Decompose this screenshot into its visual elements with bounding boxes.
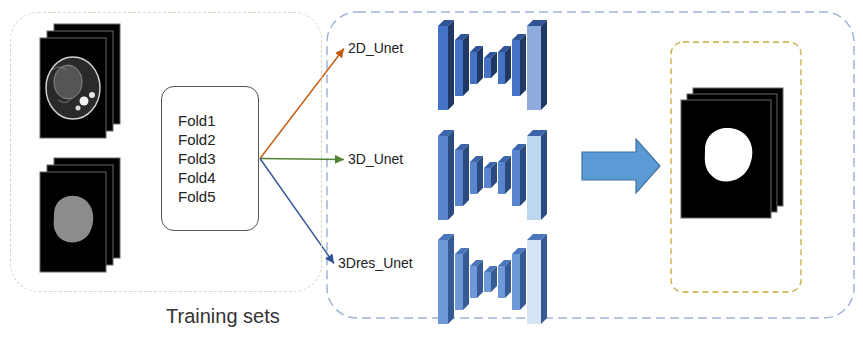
fold-name: Fold2 bbox=[178, 130, 216, 149]
arrow-connector bbox=[260, 159, 344, 160]
output-mask-stack bbox=[681, 88, 783, 218]
model-name: 3D_Unet bbox=[348, 151, 403, 168]
output-arrow bbox=[582, 139, 660, 193]
ct-image-stack bbox=[40, 24, 120, 138]
fold-name: Fold3 bbox=[178, 149, 216, 168]
arrow-connector bbox=[260, 159, 334, 264]
model-name: 2D_Unet bbox=[348, 40, 403, 57]
arrow-connector bbox=[260, 49, 344, 159]
model-label: 3D_Unet bbox=[346, 149, 405, 170]
model-label: 2D_Unet bbox=[346, 38, 405, 59]
fold-name: Fold4 bbox=[178, 168, 216, 187]
dataset-panel: Training setsFold1Fold2Fold3Fold4Fold5 bbox=[10, 12, 322, 292]
output-panel bbox=[671, 42, 801, 292]
model-label: 3Dres_Unet bbox=[336, 253, 415, 274]
unet-icon bbox=[438, 234, 547, 324]
fold-box: Fold1Fold2Fold3Fold4Fold5 bbox=[161, 86, 259, 231]
panel-title: Training sets bbox=[166, 305, 280, 328]
fold-name: Fold5 bbox=[178, 187, 216, 206]
fold-name: Fold1 bbox=[178, 111, 216, 130]
models-panel bbox=[327, 12, 854, 318]
unet-icon bbox=[438, 20, 547, 110]
unet-icon bbox=[438, 130, 547, 220]
model-name: 3Dres_Unet bbox=[338, 255, 413, 272]
mask-image-stack bbox=[40, 158, 120, 272]
